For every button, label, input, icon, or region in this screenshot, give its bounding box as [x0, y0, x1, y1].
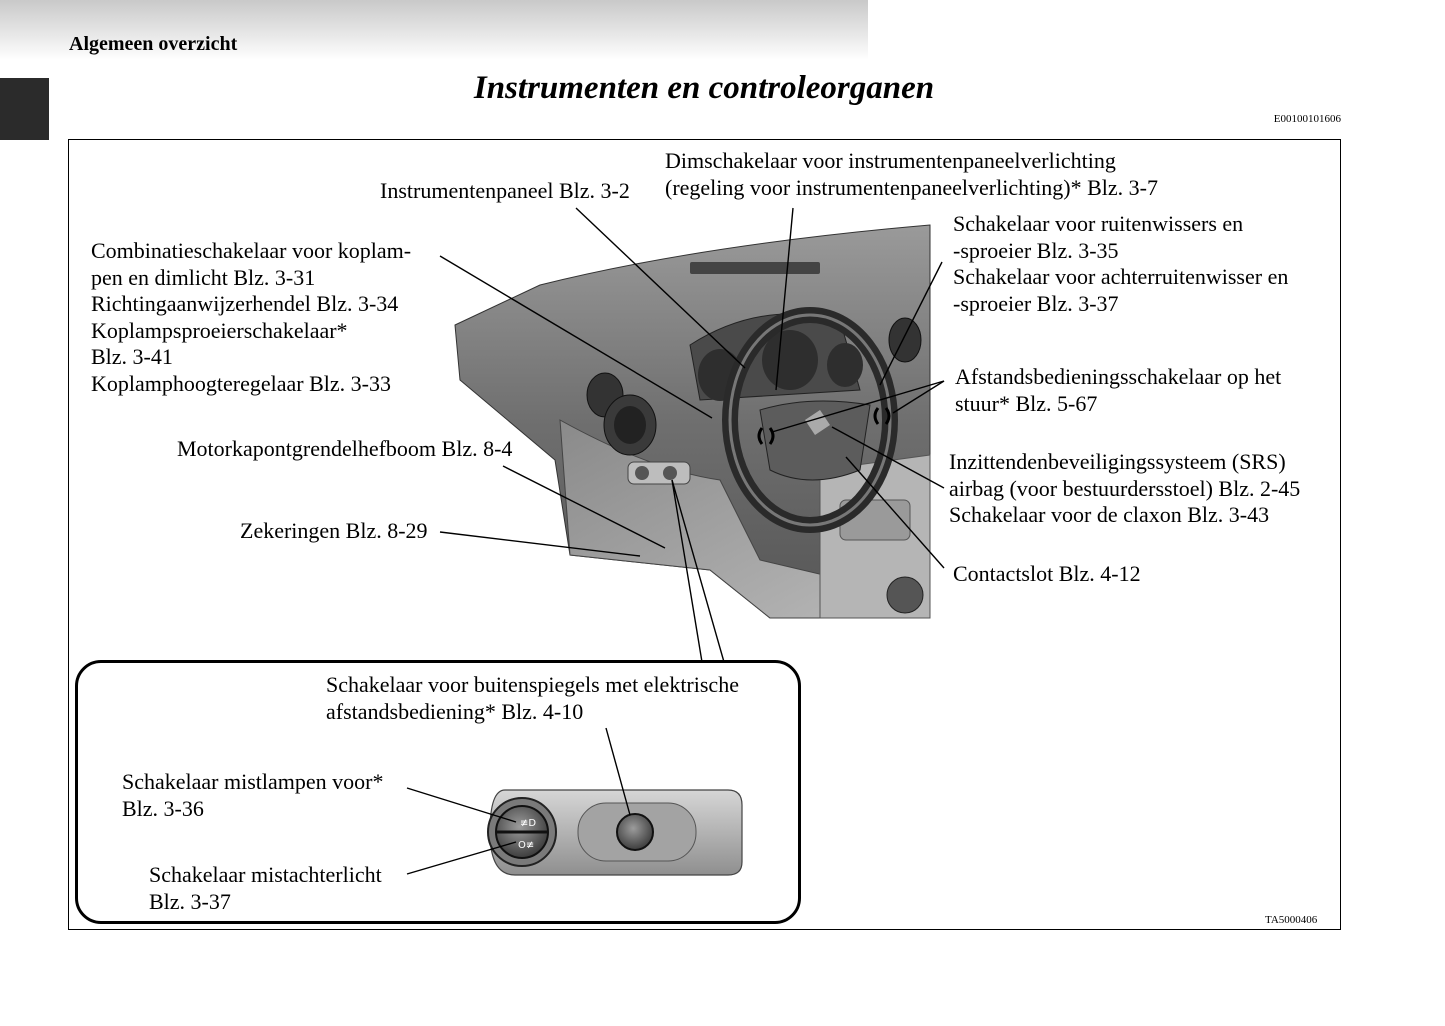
label-combination-switch: Combinatieschakelaar voor koplam- pen en…: [91, 238, 412, 396]
label-hood-release: Motorkapontgrendelhefboom Blz. 8-4: [177, 436, 513, 461]
label-rear-fog-switch: Schakelaar mistachterlicht Blz. 3-37: [149, 862, 382, 914]
leader-lines: [439, 207, 945, 663]
figure-code: TA5000406: [1265, 914, 1318, 926]
header-band: [0, 0, 868, 60]
label-mirror-switch: Schakelaar voor buitenspiegels met elekt…: [326, 672, 739, 724]
label-instrument-panel: Instrumentenpaneel Blz. 3-2: [380, 178, 630, 203]
dashboard-body: [454, 224, 931, 619]
label-steering-remote-switch: Afstandsbedieningsschakelaar op het stuu…: [955, 364, 1282, 416]
label-fuses: Zekeringen Blz. 8-29: [240, 518, 428, 543]
figure-frame: [68, 139, 1341, 930]
page-title: Instrumenten en controleorganen: [473, 70, 935, 106]
document-code: E00100101606: [1273, 113, 1341, 125]
chapter-tab-marker: [0, 78, 49, 140]
label-dimmer-switch: Dimschakelaar voor instrumentenpaneelver…: [665, 148, 1159, 200]
section-label: Algemeen overzicht: [69, 33, 238, 55]
label-ignition: Contactslot Blz. 4-12: [953, 561, 1141, 586]
label-front-fog-switch: Schakelaar mistlampen voor* Blz. 3-36: [122, 769, 384, 821]
label-wiper-switch: Schakelaar voor ruitenwissers en -sproei…: [953, 211, 1289, 316]
label-srs-airbag: Inzittendenbeveiligingssysteem (SRS) air…: [949, 449, 1301, 527]
